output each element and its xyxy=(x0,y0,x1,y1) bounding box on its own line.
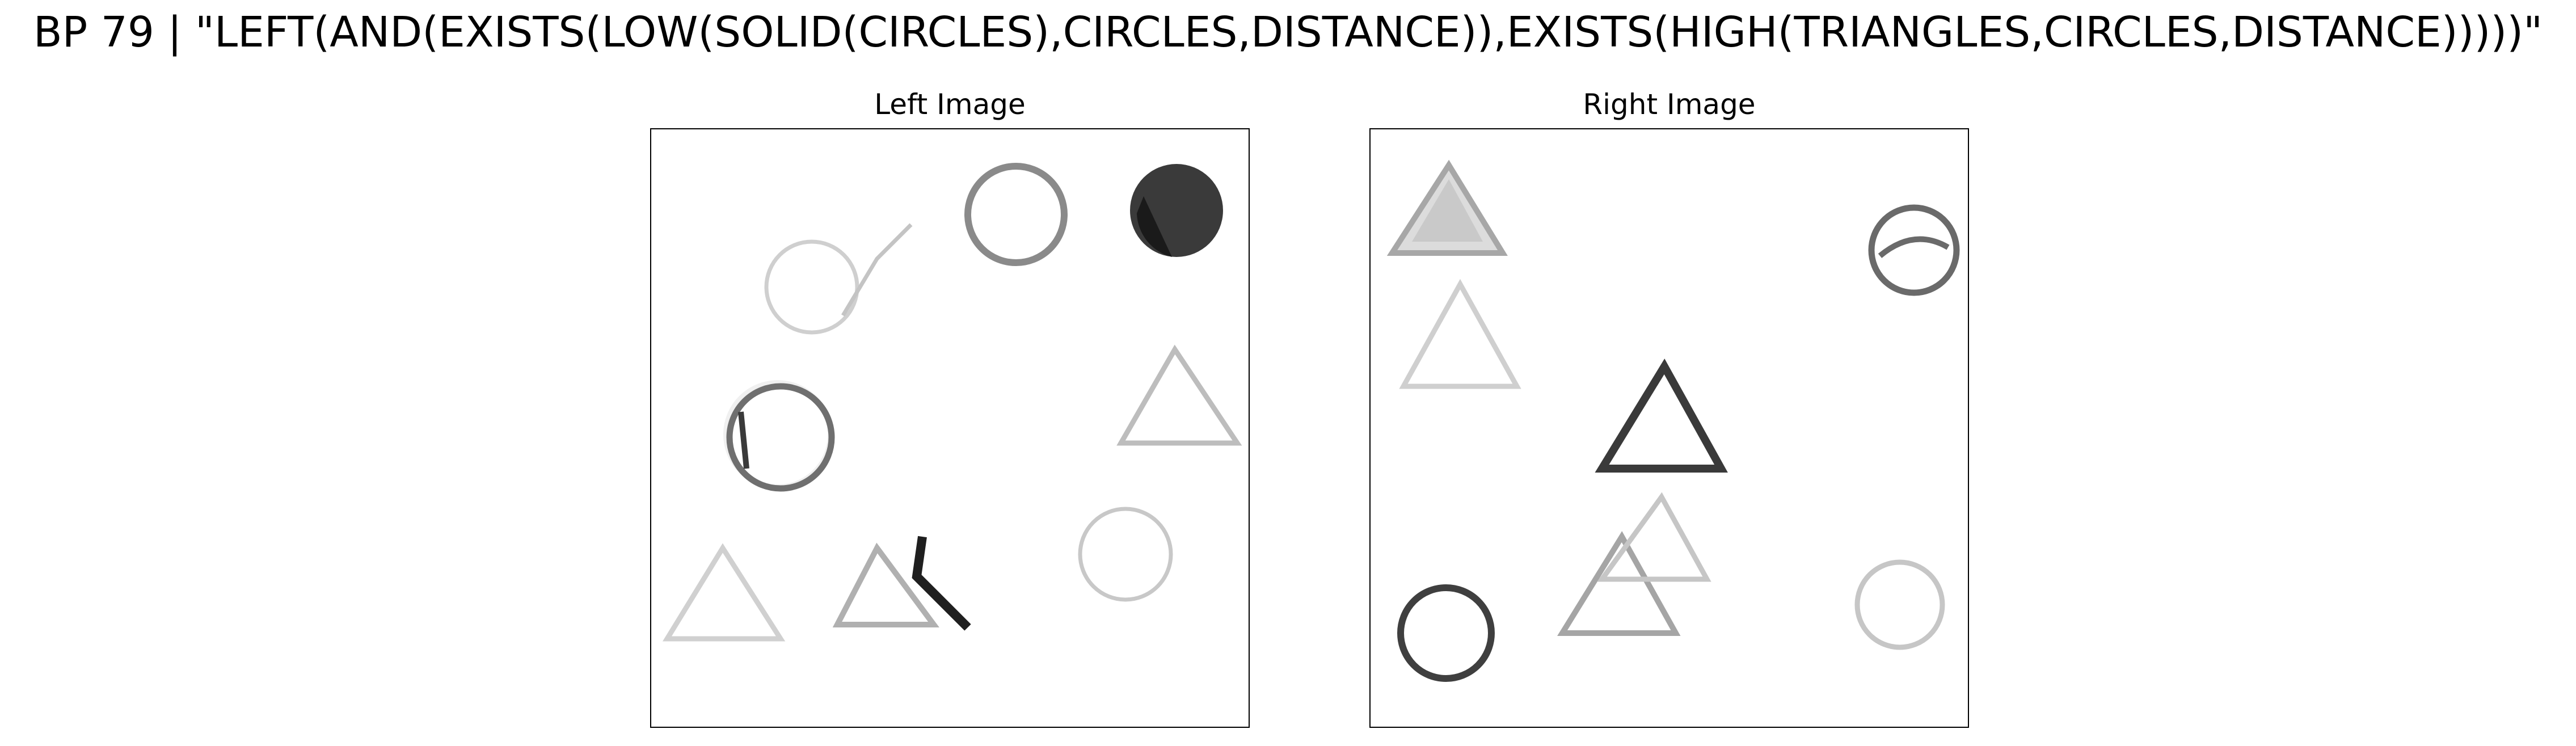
left-circle-outline-middle xyxy=(723,380,835,492)
left-triangle-bottom-middle xyxy=(832,536,971,631)
left-triangle-right xyxy=(1116,344,1242,446)
left-circle-solid xyxy=(1130,164,1223,257)
left-circle-faint-bottom xyxy=(1078,507,1173,602)
right-triangle-bottom-middle xyxy=(1557,492,1711,636)
right-image-canvas xyxy=(1386,159,1960,682)
left-circle-faint-top xyxy=(764,223,913,335)
right-panel-title: Right Image xyxy=(1583,88,1756,121)
right-triangle-center xyxy=(1595,359,1728,473)
right-image-panel xyxy=(1369,128,1969,728)
right-circle-bottom-right xyxy=(1854,559,1945,650)
figure-title: BP 79 | "LEFT(AND(EXISTS(LOW(SOLID(CIRCL… xyxy=(33,8,2543,57)
right-circle-top-right xyxy=(1868,204,1960,296)
right-panel-frame xyxy=(1369,128,1969,728)
right-triangle-top-left xyxy=(1386,159,1508,256)
left-panel-frame xyxy=(650,128,1250,728)
left-image-panel xyxy=(650,128,1250,728)
left-image-canvas xyxy=(662,163,1242,642)
left-panel-title: Left Image xyxy=(874,88,1026,121)
right-circle-bottom-left xyxy=(1397,584,1495,682)
left-circle-outline-top xyxy=(964,163,1068,266)
left-triangle-bottom-left xyxy=(662,543,786,642)
right-triangle-left-middle xyxy=(1399,279,1521,389)
